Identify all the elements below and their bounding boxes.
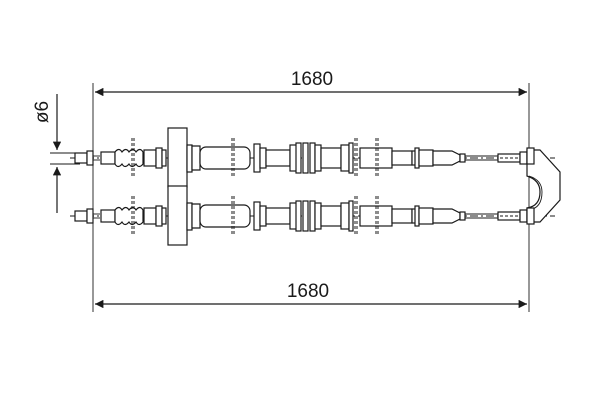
bottom-length-dimension: 1680 — [95, 281, 527, 309]
diameter-dimension: ø6 — [32, 94, 80, 213]
top-length-dimension: 1680 — [95, 69, 527, 97]
equalizer-bracket — [526, 147, 561, 225]
cable-assembly-bottom — [69, 185, 556, 246]
bottom-length-label: 1680 — [287, 281, 329, 302]
top-length-label: 1680 — [291, 69, 333, 90]
cable-assembly-top — [70, 127, 555, 188]
diameter-label: ø6 — [32, 101, 53, 123]
